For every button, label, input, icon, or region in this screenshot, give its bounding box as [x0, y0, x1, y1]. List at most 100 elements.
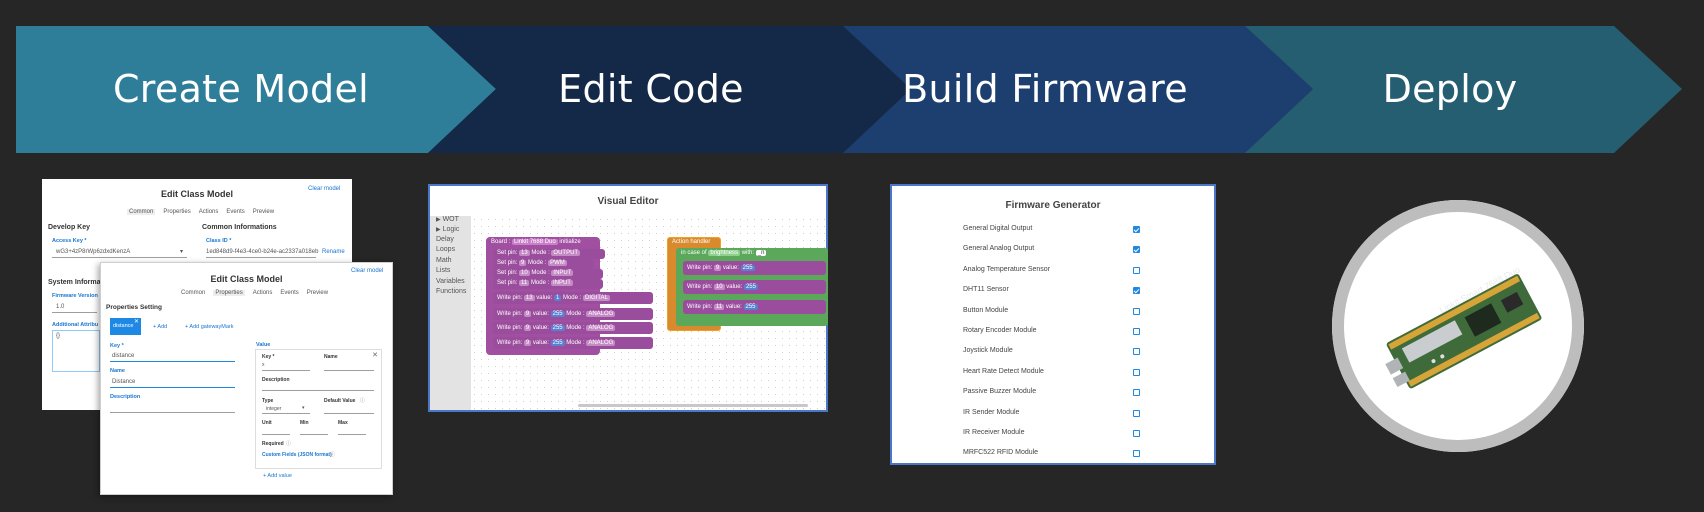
module-row: IR Sender Module — [963, 408, 1020, 416]
category-variables[interactable]: Variables — [436, 278, 465, 285]
step-build-firmware[interactable]: Build Firmware — [902, 67, 1188, 111]
set-pin-block[interactable]: Set pin: 11 Mode : INPUT — [493, 279, 603, 289]
tab-bar: Common Properties Actions Events Preview — [127, 209, 307, 215]
chevron-down-icon[interactable]: ▾ — [302, 405, 305, 411]
set-pin-block[interactable]: Set pin: 10 Mode : INPUT — [493, 269, 603, 279]
info-icon: ⓘ — [360, 398, 366, 404]
model-editor-front: Edit Class Model Clear model Common Prop… — [100, 262, 393, 495]
module-checkbox[interactable] — [1133, 226, 1140, 233]
category-functions[interactable]: Functions — [436, 288, 467, 295]
category-math[interactable]: Math — [436, 257, 452, 264]
toolbox-panel — [430, 216, 471, 410]
firmware-version-label: Firmware Version — [52, 293, 98, 299]
tab-actions[interactable]: Actions — [198, 209, 219, 215]
step-deploy-arrow — [1245, 26, 1682, 153]
category-lists[interactable]: Lists — [436, 267, 451, 274]
description-label: Description — [110, 394, 141, 400]
module-checkbox[interactable] — [1133, 246, 1140, 254]
additional-attr-textarea[interactable]: {} — [52, 330, 100, 372]
model-editor-title: Edit Class Model — [160, 189, 233, 199]
module-checkbox[interactable] — [1133, 307, 1140, 315]
category-delay[interactable]: Delay — [436, 236, 454, 243]
rename-link[interactable]: Rename — [322, 249, 345, 255]
additional-attr-label: Additional Attribu — [52, 322, 99, 328]
firmware-generator-window: Firmware Generator — [890, 184, 1216, 465]
property-chip-distance[interactable]: distance ✕ — [110, 318, 141, 335]
tab-common[interactable]: Common — [181, 290, 206, 296]
tab-actions[interactable]: Actions — [252, 290, 273, 296]
write-pin-block[interactable]: Write pin: 9 value: 255 Mode : ANALOG — [493, 322, 653, 334]
category-logic[interactable]: ▶ Logic — [436, 226, 460, 233]
develop-key-heading: Develop Key — [48, 224, 91, 231]
write-pin-block[interactable]: Write pin: 9 value: 255 Mode : ANALOG — [493, 308, 653, 320]
module-checkbox[interactable] — [1133, 430, 1140, 437]
tab-preview[interactable]: Preview — [252, 209, 275, 215]
key-field[interactable]: distance — [112, 353, 135, 359]
chevron-down-icon[interactable]: ▾ — [180, 249, 184, 255]
step-create-model-arrow — [16, 26, 496, 153]
tab-preview[interactable]: Preview — [306, 290, 329, 296]
properties-setting-heading: Properties Setting — [106, 304, 162, 311]
module-checkbox[interactable] — [1133, 287, 1140, 295]
step-deploy[interactable]: Deploy — [1382, 67, 1518, 111]
info-icon: ⓘ — [330, 452, 336, 458]
module-row: MRFC522 RFID Module — [963, 449, 1039, 457]
value-panel: ✕ Key * x Name Description Type integer … — [255, 349, 382, 469]
module-checkbox[interactable] — [1133, 389, 1140, 397]
tab-properties[interactable]: Properties — [163, 209, 191, 215]
tab-events[interactable]: Events — [280, 290, 299, 296]
write-pin-block[interactable]: Write pin: 13 value: 1 Mode : DIGITAL — [493, 292, 653, 304]
step-edit-code[interactable]: Edit Code — [558, 67, 744, 111]
tab-properties[interactable]: Properties — [213, 290, 245, 296]
tab-common[interactable]: Common — [127, 209, 156, 215]
action-handler-header: Action handler — [668, 238, 718, 248]
module-row: IR Receiver Module — [963, 429, 1025, 436]
workflow-steps — [16, 26, 1682, 153]
board-header: Board : Linkit 7688 Duo initialize — [487, 238, 599, 248]
type-select[interactable]: integer — [266, 406, 282, 412]
clear-model-link[interactable]: Clear model — [351, 268, 384, 274]
close-icon[interactable]: ✕ — [133, 319, 139, 325]
action-write-block[interactable]: Write pin: 11 value: 255 — [683, 300, 826, 314]
category-loops[interactable]: Loops — [436, 246, 456, 253]
key-label: Key * — [110, 343, 124, 349]
firmware-version-field[interactable]: 1.0 — [56, 304, 65, 310]
class-id-field[interactable]: 1ed848d9-f4e3-4ce0-b24e-ac2337a018eb — [206, 249, 319, 255]
linkit-board-image — [1385, 274, 1542, 389]
module-checkbox[interactable] — [1133, 450, 1140, 458]
module-checkbox[interactable] — [1133, 266, 1140, 274]
add-gateway-mark-button[interactable]: + Add gatewayMark — [185, 324, 234, 330]
add-value-button[interactable]: + Add value — [263, 473, 292, 479]
tab-events[interactable]: Events — [226, 209, 245, 215]
module-checkbox[interactable] — [1133, 348, 1140, 356]
step-build-firmware-arrow — [843, 26, 1313, 153]
tab-bar: Common Properties Actions Events Preview — [181, 290, 361, 296]
module-row: DHT11 Sensor — [963, 286, 1009, 294]
case-header: in case of brightness with: _n — [677, 249, 777, 259]
set-pin-block[interactable]: Set pin: 9 Mode : PWM — [493, 259, 593, 269]
module-row: Joystick Module — [963, 347, 1013, 355]
module-row: General Analog Output — [963, 245, 1035, 253]
value-key-field[interactable]: x — [262, 362, 265, 368]
common-info-heading: Common Informations — [202, 224, 277, 231]
add-property-button[interactable]: + Add — [153, 324, 168, 330]
clear-model-link[interactable]: Clear model — [308, 186, 341, 192]
access-key-field[interactable]: wG3+4zP8rWp6zdxdKenzA — [56, 249, 131, 255]
category-wot[interactable]: ▶ WOT — [436, 216, 459, 223]
module-checkbox[interactable] — [1133, 328, 1140, 335]
horizontal-scrollbar[interactable] — [578, 404, 808, 407]
name-field[interactable]: Distance — [112, 379, 136, 385]
module-checkbox[interactable] — [1133, 368, 1140, 376]
module-row: Button Module — [963, 306, 1009, 314]
module-checkbox[interactable] — [1133, 409, 1140, 417]
set-pin-block[interactable]: Set pin: 13 Mode : OUTPUT — [493, 249, 605, 259]
action-write-block[interactable]: Write pin: 9 value: 255 — [683, 261, 826, 275]
step-create-model[interactable]: Create Model — [112, 67, 370, 111]
visual-editor-title: Visual Editor — [597, 196, 659, 207]
write-pin-block[interactable]: Write pin: 9 value: 255 Mode : ANALOG — [493, 337, 653, 349]
action-write-block[interactable]: Write pin: 10 value: 255 — [683, 280, 826, 294]
model-editor-title: Edit Class Model — [210, 274, 283, 284]
close-icon[interactable]: ✕ — [372, 352, 378, 359]
info-icon: ⓘ — [286, 441, 292, 447]
name-label: Name — [110, 368, 125, 374]
